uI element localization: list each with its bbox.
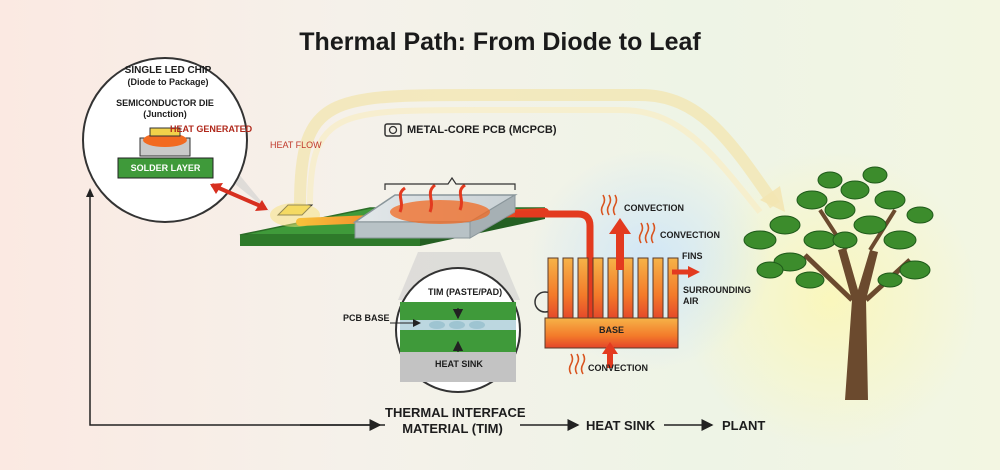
heat-path-to-sink xyxy=(515,210,594,330)
chip-subheading: (Diode to Package) xyxy=(127,77,209,87)
tim-heatsink-label: HEAT SINK xyxy=(435,359,483,369)
heat-wisp-1 xyxy=(398,186,406,213)
convection-top-label: CONVECTION xyxy=(624,203,685,213)
pcb-icon xyxy=(384,123,402,137)
flow-step-heat-sink: HEAT SINK xyxy=(586,418,656,433)
base-label: BASE xyxy=(599,325,625,335)
heat-wisp-2 xyxy=(428,183,437,213)
solder-layer xyxy=(117,157,214,179)
solder-layer-label: SOLDER LAYER xyxy=(130,163,201,173)
convection-right-label: CONVECTION xyxy=(660,230,721,240)
pcb-label: METAL-CORE PCB (MCPCB) xyxy=(407,124,557,136)
surrounding-air-label: SURROUNDING AIR xyxy=(683,285,752,306)
heatsink-body xyxy=(544,257,679,349)
heat-wisp-3 xyxy=(458,183,466,211)
pcb-base-label: PCB BASE xyxy=(343,313,390,323)
tim-label: TIM (PASTE/PAD) xyxy=(428,287,503,297)
semiconductor-die xyxy=(149,127,181,137)
heat-generated-label: HEAT GENERATED xyxy=(170,124,253,134)
convection-squiggles xyxy=(568,194,656,375)
die-sub-label: (Junction) xyxy=(143,109,187,119)
heat-flow-label: HEAT FLOW xyxy=(270,140,322,150)
chip-heading: SINGLE LED CHIP xyxy=(124,65,212,76)
heat-flow-arc-outer xyxy=(294,89,780,209)
flow-step-tim: THERMAL INTERFACE MATERIAL (TIM) xyxy=(385,405,526,436)
plant-tree xyxy=(743,166,934,400)
die-label: SEMICONDUCTOR DIE xyxy=(116,98,214,108)
page-title: Thermal Path: From Diode to Leaf xyxy=(299,28,701,56)
plate-brace xyxy=(384,176,516,190)
heat-flow-arc-inner xyxy=(307,107,763,214)
return-loop-line xyxy=(89,195,385,426)
fins-label: FINS xyxy=(682,251,703,261)
chip-to-pcb-arrow xyxy=(211,183,266,210)
convection-bottom-label: CONVECTION xyxy=(588,363,649,373)
flow-step-plant: PLANT xyxy=(722,418,766,433)
